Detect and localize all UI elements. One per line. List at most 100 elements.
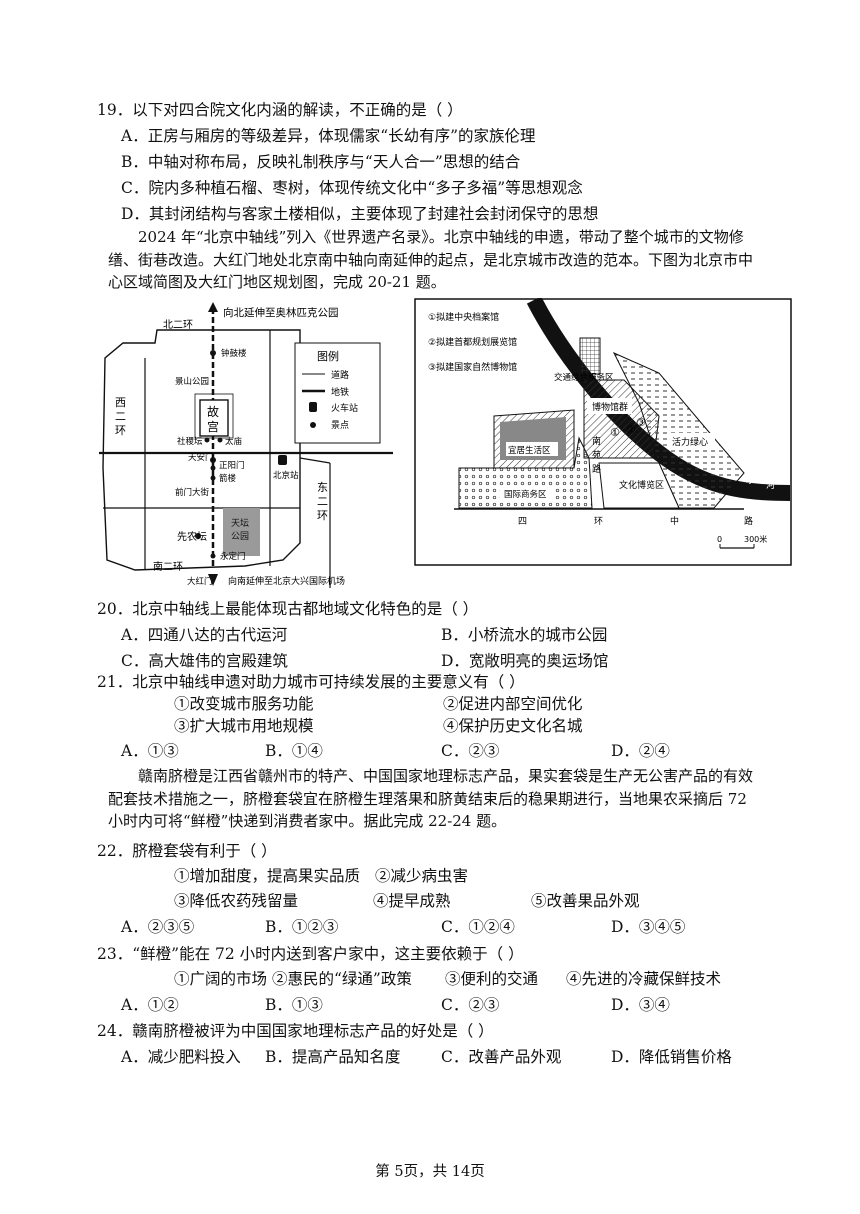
label-culture: 文化博览区 [619, 479, 664, 491]
q21-option-d: D．②④ [611, 742, 670, 760]
q22-option-b: B．①②③ [265, 918, 339, 936]
label-east-ring-3: 环 [317, 509, 328, 522]
label-south-ring: 南二环 [153, 560, 183, 573]
q23-item-4: ④先进的冷藏保鲜技术 [566, 970, 722, 988]
label-river-3: 河 [766, 479, 775, 491]
q19-option-c: C．院内多种植石榴、枣树，体现传统文化中“多子多福”等思想观念 [121, 179, 583, 197]
label-siring-1: 四 [518, 517, 527, 527]
label-shejitan: 社稷坛 [177, 436, 203, 447]
q22-item-3: ③降低农药残留量 [174, 892, 299, 910]
label-beijingzhan: 北京站 [273, 470, 299, 481]
q23-stem: 23．“鲜橙”能在 72 小时内送到客户家中，这主要依赖于（ ） [97, 945, 524, 963]
dahongmen-plan-map: ①拟建中央档案馆 ②拟建首都规划展览馆 ③拟建国家自然博物馆 凉 水 河 交通综… [414, 298, 792, 566]
q23-option-c: C．②③ [441, 996, 500, 1014]
label-tiananmen: 天安门 [188, 452, 214, 463]
label-siring-3: 中 [670, 515, 679, 527]
q21-item-4: ④保护历史文化名城 [443, 717, 583, 735]
label-nanyuan-3: 路 [592, 463, 601, 475]
note-archive: ①拟建中央档案馆 [428, 311, 499, 323]
q24-option-c: C．改善产品外观 [441, 1048, 562, 1066]
q24-stem: 24．赣南脐橙被评为中国国家地理标志产品的好处是（ ） [97, 1022, 494, 1040]
note-planning-hall: ②拟建首都规划展览馆 [428, 336, 517, 348]
q22-option-d: D．③④⑤ [611, 918, 686, 936]
q20-stem: 20．北京中轴线上最能体现古都地域文化特色的是（ ） [97, 600, 479, 618]
scale-300: 300米 [744, 534, 767, 544]
label-nanyuan-1: 南 [592, 435, 601, 447]
q21-item-1: ①改变城市服务功能 [174, 695, 314, 713]
label-siring-4: 路 [744, 515, 753, 527]
legend-title: 图例 [317, 349, 339, 363]
q21-item-3: ③扩大城市用地规模 [174, 717, 314, 735]
label-siring-2: 环 [594, 516, 603, 527]
marker-2: ② [626, 423, 636, 436]
q22-option-a: A．②③⑤ [121, 918, 195, 936]
q21-option-b: B．①④ [265, 742, 323, 760]
label-tiantan-1: 天坛 [231, 518, 249, 529]
label-jianlou: 箭楼 [219, 473, 237, 484]
legend-spot: 景点 [331, 420, 349, 431]
q21-item-2: ②促进内部空间优化 [443, 695, 583, 713]
q24-option-b: B．提高产品知名度 [265, 1048, 401, 1066]
label-taimiao: 太庙 [225, 436, 243, 447]
label-south-extension: 向南延伸至北京大兴国际机场 [228, 575, 345, 587]
label-qianmen: 前门大街 [175, 487, 210, 498]
beijing-center-map: 向北延伸至奥林匹克公园 北二环 西 二 环 东 二 环 南二环 故 宫 钟鼓楼 … [99, 302, 393, 588]
q22-item-1: ①增加甜度，提高果实品质 [174, 867, 361, 885]
label-gugong-2: 宫 [207, 419, 219, 434]
passage-beijing-axis: 2024 年“北京中轴线”列入《世界遗产名录》。北京中轴线的申遗，带动了整个城市… [108, 228, 754, 291]
q22-item-2: ②减少病虫害 [375, 867, 469, 885]
q24-option-d: D．降低销售价格 [611, 1048, 732, 1066]
q22-item-5: ⑤改善果品外观 [531, 892, 640, 910]
label-north-ring: 北二环 [163, 319, 193, 331]
q23-item-2: ②惠民的“绿通”政策 [272, 970, 412, 988]
q23-option-a: A．①② [121, 996, 179, 1014]
q24-option-a: A．减少肥料投入 [121, 1048, 241, 1066]
note-nature-museum: ③拟建国家自然博物馆 [428, 361, 517, 373]
q20-option-d: D．宽敞明亮的奥运场馆 [441, 652, 609, 670]
q23-item-3: ③便利的交通 [445, 970, 539, 988]
q19-option-d: D．其封闭结构与客家土楼相似，主要体现了封建社会封闭保守的思想 [121, 205, 599, 223]
q22-stem: 22．脐橙套袋有利于（ ） [97, 842, 277, 860]
label-business: 国际商务区 [504, 489, 547, 500]
label-river-2: 水 [746, 474, 755, 486]
q23-option-b: B．①③ [265, 996, 323, 1014]
legend-train: 火车站 [331, 402, 358, 414]
label-tiantan-2: 公园 [231, 531, 249, 542]
marker-3: ③ [636, 416, 646, 429]
label-east-ring-1: 东 [317, 481, 328, 494]
label-yongdingmen: 永定门 [220, 551, 246, 562]
label-east-ring-2: 二 [317, 495, 328, 508]
q23-option-d: D．③④ [611, 996, 670, 1014]
label-zhonggu: 钟鼓楼 [221, 348, 247, 359]
label-nanyuan-2: 苑 [592, 449, 601, 461]
q21-option-c: C．②③ [441, 742, 500, 760]
label-dahongmen: 大红门 [187, 576, 213, 587]
label-museum: 博物馆群 [592, 401, 628, 413]
q22-option-c: C．①②④ [441, 918, 515, 936]
q21-stem: 21．北京中轴线申遗对助力城市可持续发展的主要意义有（ ） [97, 673, 525, 691]
q22-item-4: ④提早成熟 [373, 892, 451, 910]
q20-option-c: C．高大雄伟的宫殿建筑 [121, 652, 288, 670]
passage-navel-orange: 赣南脐橙是江西省赣州市的特产、中国国家地理标志产品，果实套袋是生产无公害产品的有… [108, 767, 754, 830]
q20-option-a: A．四通八达的古代运河 [121, 626, 288, 644]
q19-option-a: A．正房与厢房的等级差异，体现儒家“长幼有序”的家族伦理 [121, 127, 536, 145]
label-jingshan: 景山公园 [175, 376, 209, 387]
q19-stem: 19．以下对四合院文化内涵的解读，不正确的是（ ） [97, 101, 463, 119]
label-xiannongtan: 先农坛 [177, 530, 207, 543]
label-west-ring-1: 西 [115, 396, 126, 409]
q23-item-1: ①广阔的市场 [174, 970, 268, 988]
label-transport: 交通综合服务区 [554, 372, 614, 383]
scale-zero: 0 [717, 535, 722, 544]
q21-option-a: A．①③ [121, 742, 179, 760]
label-zhengyangmen: 正阳门 [219, 460, 245, 471]
marker-1: ① [610, 426, 620, 439]
q20-option-b: B．小桥流水的城市公园 [441, 626, 608, 644]
legend-road: 道路 [331, 369, 349, 381]
q19-option-b: B．中轴对称布局，反映礼制秩序与“天人合一”思想的结合 [121, 153, 521, 171]
label-west-ring-2: 二 [115, 410, 126, 423]
label-vitality: 活力绿心 [672, 436, 708, 448]
label-north-extension: 向北延伸至奥林匹克公园 [223, 306, 339, 319]
label-gugong-1: 故 [207, 404, 219, 419]
label-livable: 宜居生活区 [508, 445, 551, 456]
page-footer: 第 5页，共 14页 [375, 1164, 485, 1180]
